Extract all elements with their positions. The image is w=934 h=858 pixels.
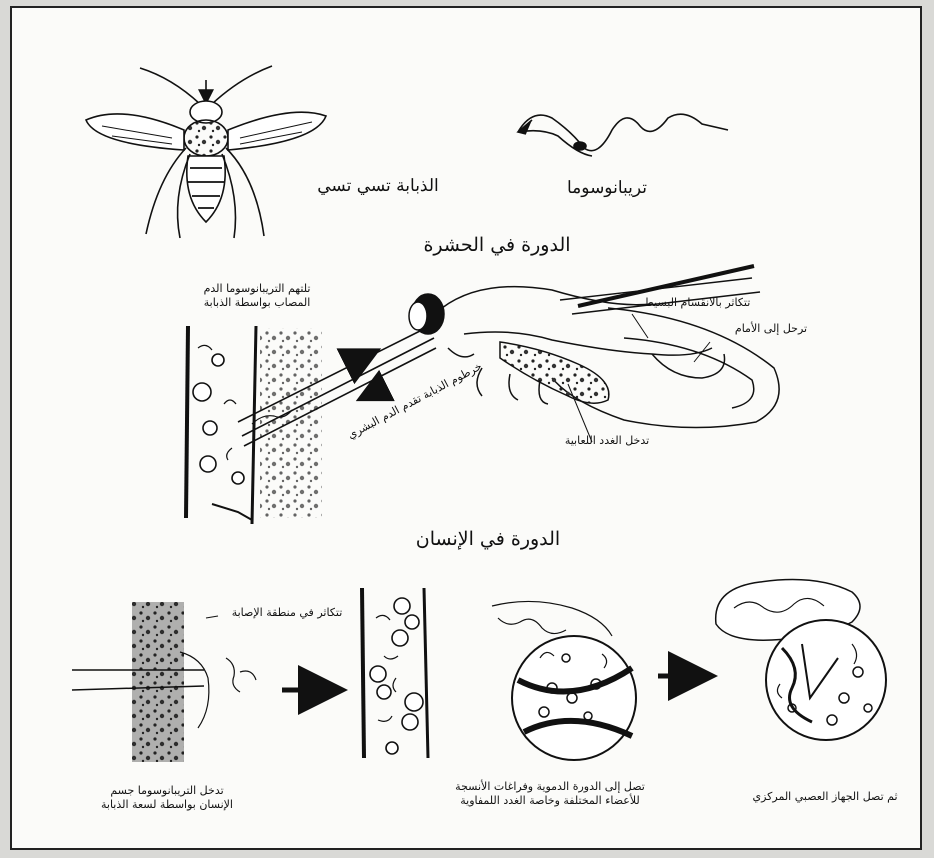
human-cycle-heading: الدورة في الإنسان bbox=[378, 528, 598, 550]
tsetse-fly-drawing bbox=[86, 66, 326, 238]
human-bite-site bbox=[72, 602, 256, 762]
ingest-blood-label: تلتهم التريبانوسوما الدم المصاب بواسطة ا… bbox=[184, 282, 330, 310]
human-lymph-tissue bbox=[492, 601, 636, 760]
multiply-gut-label: تتكاثر بالانقسام البسيط bbox=[612, 296, 782, 310]
multiply-infection-site-label: تتكاثر في منطقة الإصابة bbox=[212, 606, 362, 620]
life-cycle-figure: الذبابة تسي تسي تريبانوسوما الدورة في ال… bbox=[10, 6, 922, 850]
human-blood-vessel bbox=[362, 588, 428, 758]
salivary-glands-label: تدخل الغدد اللعابية bbox=[532, 434, 682, 448]
trypanosome-drawing bbox=[518, 114, 728, 156]
insect-blood-vessel bbox=[186, 326, 322, 524]
reach-blood-label: تصل إلى الدورة الدموية وفراغات الأنسجة ل… bbox=[450, 780, 650, 808]
human-cns bbox=[716, 580, 886, 740]
fly-internal-anatomy bbox=[409, 266, 779, 442]
diagram-drawing bbox=[12, 8, 924, 852]
tsetse-fly-label: الذبابة تسي تسي bbox=[278, 176, 478, 196]
migrate-front-label: ترحل إلى الأمام bbox=[716, 322, 826, 336]
enter-human-label: تدخل التريبانوسوما جسم الإنسان بواسطة لس… bbox=[92, 784, 242, 812]
trypanosoma-label: تريبانوسوما bbox=[532, 178, 682, 198]
reach-cns-label: ثم تصل الجهاز العصبي المركزي bbox=[730, 790, 920, 804]
insect-cycle-heading: الدورة في الحشرة bbox=[392, 234, 602, 256]
